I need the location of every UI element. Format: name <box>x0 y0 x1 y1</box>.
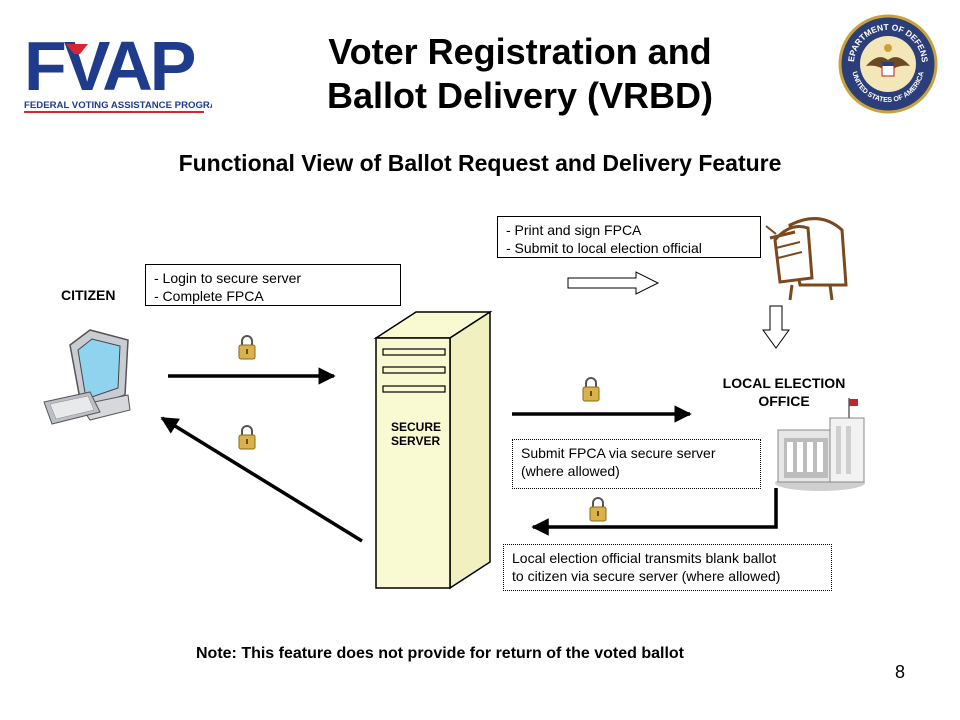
note-print-line-2: - Submit to local election official <box>506 240 702 256</box>
note-login: - Login to secure server - Complete FPCA <box>145 264 401 306</box>
note-print-line-1: - Print and sign FPCA <box>506 222 642 238</box>
office-label-line-1: LOCAL ELECTION <box>722 375 846 391</box>
citizen-label: CITIZEN <box>61 287 116 303</box>
footer-note: Note: This feature does not provide for … <box>195 645 685 662</box>
note-transmit: Local election official transmits blank … <box>503 544 832 591</box>
title-line-1: Voter Registration and <box>328 31 712 72</box>
note-login-line-2: - Complete FPCA <box>154 288 264 304</box>
page-title: Voter Registration and Ballot Delivery (… <box>250 30 790 118</box>
arrow-mailbox-to-office <box>762 305 790 349</box>
logo-red-accent <box>66 44 88 54</box>
page-number: 8 <box>894 662 905 682</box>
logo-text: FVAP <box>24 27 195 105</box>
server-label-line-2: SERVER <box>391 434 441 448</box>
server-label-line-1: SECURE <box>391 420 442 434</box>
diagram-subtitle: Functional View of Ballot Request and De… <box>178 150 782 176</box>
mailbox-icon <box>765 217 848 301</box>
office-label-line-2: OFFICE <box>758 393 810 409</box>
computer-icon <box>43 329 131 425</box>
lock-icon-4 <box>589 497 607 522</box>
note-transmit-line-2: to citizen via secure server (where allo… <box>512 568 781 584</box>
fvap-logo: FVAP FEDERAL VOTING ASSISTANCE PROGRAM <box>24 27 212 113</box>
lock-icon-2 <box>238 425 256 450</box>
note-transmit-line-1: Local election official transmits blank … <box>512 550 777 566</box>
logo-underline <box>24 111 204 113</box>
lock-icon-3 <box>582 377 600 402</box>
election-office-icon <box>775 398 865 491</box>
office-label: LOCAL ELECTION OFFICE <box>706 374 862 410</box>
title-line-2: Ballot Delivery (VRBD) <box>326 75 714 116</box>
note-submit: Submit FPCA via secure server (where all… <box>512 439 761 489</box>
arrow-server-to-citizen <box>160 416 363 543</box>
secure-server-icon <box>373 310 493 590</box>
logo-subtext: FEDERAL VOTING ASSISTANCE PROGRAM <box>24 100 212 111</box>
server-label: SECURE SERVER <box>391 420 441 448</box>
note-print: - Print and sign FPCA - Submit to local … <box>497 216 761 258</box>
arrow-print-to-mailbox <box>567 271 660 295</box>
note-login-line-1: - Login to secure server <box>154 270 302 286</box>
dod-seal-icon: DEPARTMENT OF DEFENSE UNITED STATES OF A… <box>838 14 938 114</box>
note-submit-line-2: (where allowed) <box>521 463 620 479</box>
note-submit-line-1: Submit FPCA via secure server <box>521 445 716 461</box>
lock-icon-1 <box>238 335 256 360</box>
arrow-office-to-server <box>531 488 778 536</box>
